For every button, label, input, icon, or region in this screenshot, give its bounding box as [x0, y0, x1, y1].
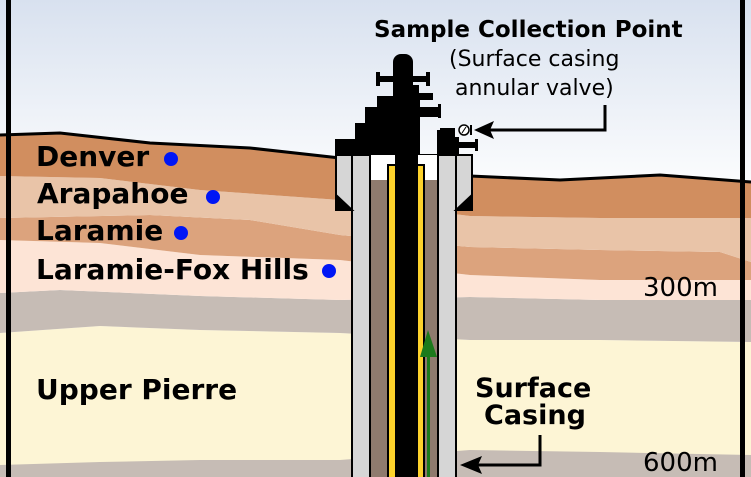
- frame-left: [6, 0, 11, 477]
- surface-casing-label-1: Surface: [475, 373, 591, 404]
- formation-label-laramie: Laramie: [36, 214, 163, 247]
- sample-marker-icon: [174, 226, 188, 240]
- surface-casing-label-2: Casing: [484, 400, 586, 431]
- wellhead: [335, 54, 478, 155]
- sample-point-subtitle-1: (Surface casing: [449, 47, 619, 72]
- sample-point-arrow: [474, 105, 607, 139]
- surface-casing-right: [437, 154, 457, 477]
- formation-label-arapahoe: Arapahoe: [37, 177, 188, 210]
- sample-marker-icon: [164, 152, 178, 166]
- formation-label-upper-pierre: Upper Pierre: [36, 373, 237, 406]
- depth-label-300m: 300m: [643, 273, 718, 303]
- depth-label-600m: 600m: [643, 448, 718, 477]
- flow-arrow: [420, 330, 437, 477]
- formation-label-laramie-fox-hills: Laramie-Fox Hills: [36, 253, 309, 286]
- frame-right: [740, 0, 745, 477]
- production-tubing: [395, 154, 418, 477]
- sample-point-title: Sample Collection Point: [374, 17, 683, 43]
- surface-casing-arrow: [460, 435, 542, 474]
- sample-point-subtitle-2: annular valve): [455, 76, 614, 101]
- surface-casing-left: [351, 154, 371, 477]
- sample-marker-icon: [206, 190, 220, 204]
- sample-marker-icon: [322, 264, 336, 278]
- wellbore: [335, 154, 473, 477]
- annular-valve-icon: [440, 124, 472, 136]
- formation-label-denver: Denver: [36, 140, 149, 173]
